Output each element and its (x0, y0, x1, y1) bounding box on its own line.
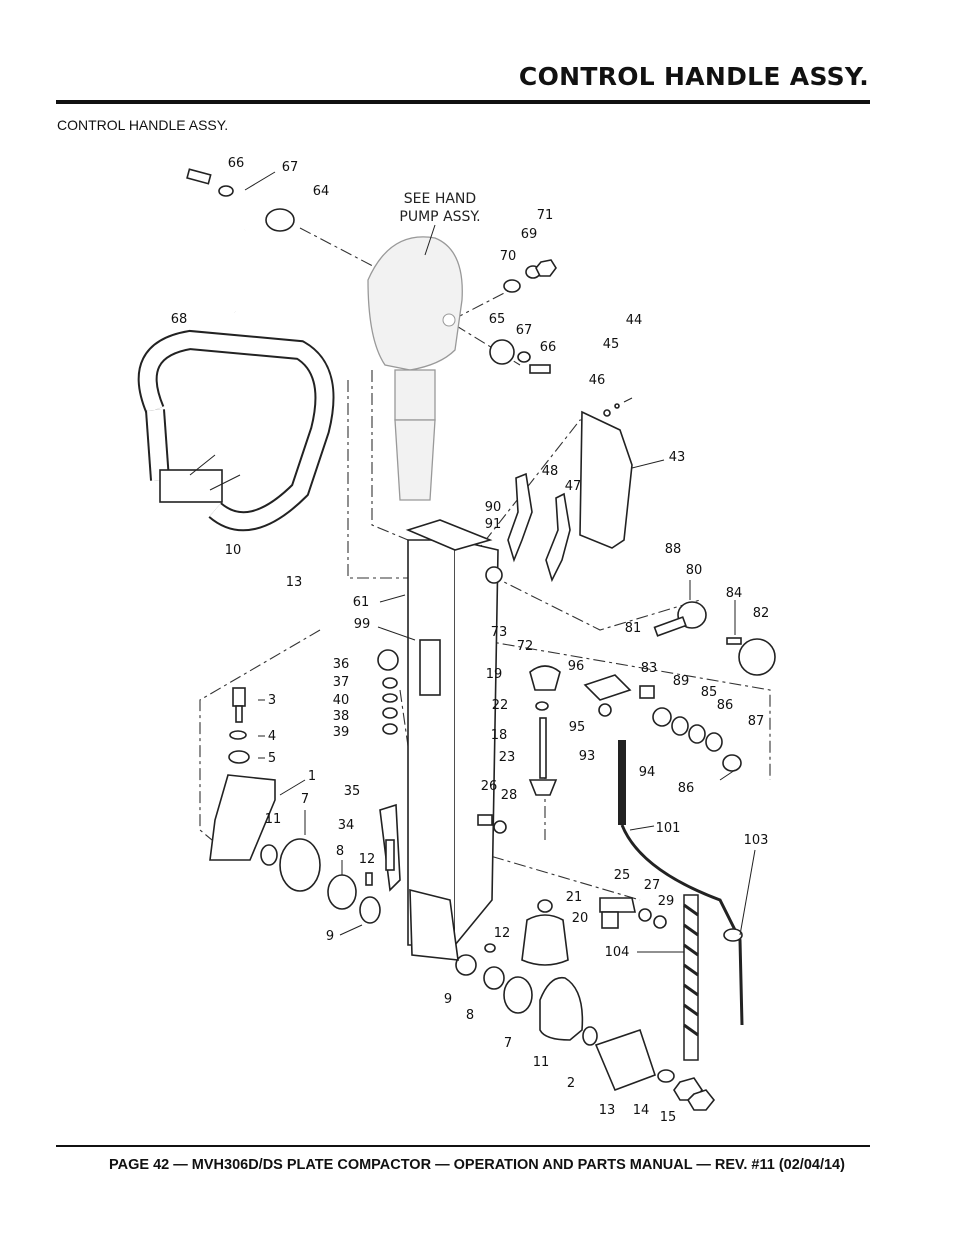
hand-pump-assembly (367, 236, 463, 501)
callout-11: 11 (265, 812, 282, 827)
callout-10: 10 (225, 543, 242, 558)
callout-101: 101 (656, 821, 681, 836)
callout-70: 70 (500, 249, 517, 264)
callout-47: 47 (565, 479, 582, 494)
callout-44: 44 (626, 313, 643, 328)
callout-2: 2 (567, 1076, 575, 1091)
callout-12: 12 (359, 852, 376, 867)
callout-67: 67 (516, 323, 533, 338)
callout-48: 48 (542, 464, 559, 479)
callout-1: 1 (308, 769, 316, 784)
callout-96: 96 (568, 659, 585, 674)
diagram-caption: CONTROL HANDLE ASSY. (57, 117, 229, 133)
callout-85: 85 (701, 685, 718, 700)
callout-13: 13 (286, 575, 303, 590)
see-hand-pump-note-line2: PUMP ASSY. (399, 209, 480, 225)
callout-66: 66 (540, 340, 557, 355)
callout-9: 9 (326, 929, 334, 944)
pump-pivot-hardware (489, 259, 557, 374)
callout-95: 95 (569, 720, 586, 735)
right-mount-parts (483, 897, 716, 1111)
callout-90: 90 (485, 500, 502, 515)
page-footer: PAGE 42 — MVH306D/DS PLATE COMPACTOR — O… (109, 1157, 845, 1173)
callout-5: 5 (268, 751, 276, 766)
callout-18: 18 (491, 728, 508, 743)
leader-lines (244, 171, 756, 953)
callout-11: 11 (533, 1055, 550, 1070)
callout-3: 3 (268, 693, 276, 708)
callout-84: 84 (726, 586, 743, 601)
callout-25: 25 (614, 868, 631, 883)
callout-13: 13 (599, 1103, 616, 1118)
callout-71: 71 (537, 208, 554, 223)
callout-89: 89 (673, 674, 690, 689)
throttle-cable (618, 740, 744, 1061)
callout-104: 104 (605, 945, 630, 960)
callout-4: 4 (268, 729, 276, 744)
header-rule (56, 100, 870, 104)
callout-86: 86 (678, 781, 695, 796)
callout-20: 20 (572, 911, 589, 926)
callout-35: 35 (344, 784, 361, 799)
footer-rule (56, 1145, 870, 1147)
callout-87: 87 (748, 714, 765, 729)
callout-38: 38 (333, 709, 350, 724)
callout-27: 27 (644, 878, 661, 893)
callout-69: 69 (521, 227, 538, 242)
handle-grip-parts (169, 168, 295, 318)
callout-36: 36 (333, 657, 350, 672)
callout-103: 103 (744, 833, 769, 848)
callout-19: 19 (486, 667, 503, 682)
callout-14: 14 (633, 1103, 650, 1118)
see-hand-pump-note-line1: SEE HAND (404, 191, 476, 207)
callout-28: 28 (501, 788, 518, 803)
callout-72: 72 (517, 639, 534, 654)
callout-80: 80 (686, 563, 703, 578)
side-plate-and-levers (507, 397, 633, 583)
callout-7: 7 (504, 1036, 512, 1051)
callout-88: 88 (665, 542, 682, 557)
callout-91: 91 (485, 517, 502, 532)
callout-37: 37 (333, 675, 350, 690)
callout-21: 21 (566, 890, 583, 905)
callout-73: 73 (491, 625, 508, 640)
callout-26: 26 (481, 779, 498, 794)
callout-7: 7 (301, 792, 309, 807)
throttle-parts (583, 601, 776, 772)
callout-23: 23 (499, 750, 516, 765)
callout-67: 67 (282, 160, 299, 175)
callout-12: 12 (494, 926, 511, 941)
callout-22: 22 (492, 698, 509, 713)
callout-64: 64 (313, 184, 330, 199)
callout-81: 81 (625, 621, 642, 636)
callout-83: 83 (641, 661, 658, 676)
callout-8: 8 (336, 844, 344, 859)
callout-65: 65 (489, 312, 506, 327)
center-parts (477, 665, 569, 966)
callout-82: 82 (753, 606, 770, 621)
callout-15: 15 (660, 1110, 677, 1125)
callout-61: 61 (353, 595, 370, 610)
callout-45: 45 (603, 337, 620, 352)
callout-86: 86 (717, 698, 734, 713)
callout-40: 40 (333, 693, 350, 708)
page-title: CONTROL HANDLE ASSY. (518, 62, 869, 91)
callout-94: 94 (639, 765, 656, 780)
callout-29: 29 (658, 894, 675, 909)
callout-46: 46 (589, 373, 606, 388)
callout-39: 39 (333, 725, 350, 740)
callout-43: 43 (669, 450, 686, 465)
callout-34: 34 (338, 818, 355, 833)
callout-66: 66 (228, 156, 245, 171)
left-mount-parts (209, 649, 401, 924)
callout-8: 8 (466, 1008, 474, 1023)
callout-99: 99 (354, 617, 371, 632)
callout-93: 93 (579, 749, 596, 764)
handle-loop (137, 329, 335, 532)
main-handle-tube (405, 519, 503, 976)
callout-68: 68 (171, 312, 188, 327)
callout-9: 9 (444, 992, 452, 1007)
